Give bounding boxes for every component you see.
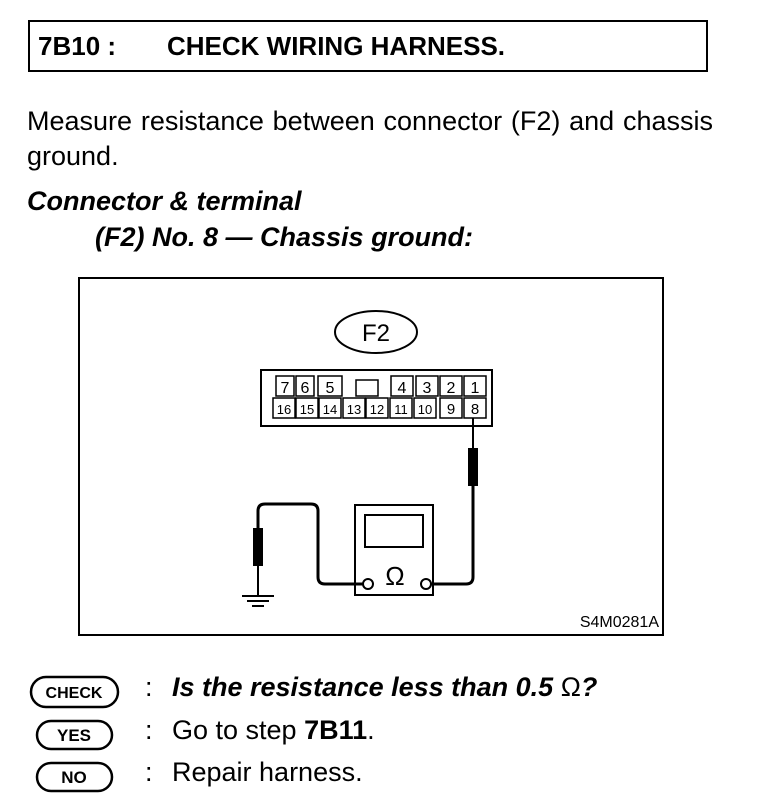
pin-label: 4 [398, 380, 407, 397]
colon: : [145, 672, 153, 702]
meter-terminal [362, 578, 374, 590]
connector-detail: (F2) No. 8 — Chassis ground: [95, 222, 474, 252]
next-step: 7B11 [304, 715, 368, 745]
connector-label-ellipse [334, 310, 418, 354]
pin-label: 3 [423, 380, 432, 397]
ohm-symbol: Ω [385, 561, 404, 591]
yes-row: : Go to step 7B11. [0, 715, 768, 751]
svg-text:NO: NO [61, 768, 87, 787]
pin-label: 6 [301, 380, 310, 397]
no-badge: NO [35, 761, 114, 793]
svg-text:YES: YES [57, 726, 91, 745]
connector-label: F2 [362, 320, 390, 347]
yes-badge: YES [35, 719, 114, 751]
pin-label: 2 [447, 380, 456, 397]
svg-text:CHECK: CHECK [46, 685, 103, 702]
lead-right [431, 486, 475, 586]
pin-label: 13 [347, 402, 361, 417]
colon: : [145, 757, 153, 787]
probe-left [253, 528, 263, 566]
pin-label: 15 [300, 402, 314, 417]
step-title: CHECK WIRING HARNESS. [167, 31, 506, 61]
pin-label: 12 [370, 402, 384, 417]
ohmmeter [354, 504, 434, 596]
check-row: : Is the resistance less than 0.5 Ω? [0, 672, 768, 708]
ground-icon [242, 595, 274, 607]
check-question: Is the resistance less than 0.5 Ω? [172, 672, 598, 702]
colon: : [145, 715, 153, 745]
no-action: Repair harness. [172, 757, 363, 787]
pin-label: 11 [394, 402, 408, 417]
connector-body [260, 369, 493, 427]
pin-label: 9 [447, 401, 455, 418]
pin-label: 7 [281, 380, 290, 397]
probe-right [468, 448, 478, 486]
meter-terminal [420, 578, 432, 590]
diagram-frame [78, 277, 664, 636]
meter-display [364, 514, 424, 548]
pin-label: 8 [471, 401, 479, 418]
yes-action: Go to step 7B11. [172, 715, 375, 745]
instruction-text: Measure resistance between connector (F2… [27, 106, 713, 171]
pin-label: 5 [326, 380, 335, 397]
check-badge: CHECK [29, 675, 120, 709]
pin-label: 14 [323, 402, 337, 417]
pin-label: 16 [277, 402, 291, 417]
pin-label: 1 [471, 380, 480, 397]
pin-label: 10 [418, 402, 432, 417]
connector-heading: Connector & terminal [27, 186, 302, 216]
step-header: 7B10 : CHECK WIRING HARNESS. [28, 20, 708, 72]
lead-left [256, 502, 363, 586]
step-code: 7B10 : [38, 31, 117, 61]
no-row: : Repair harness. [0, 757, 768, 793]
figure-id: S4M0281A [580, 614, 659, 631]
